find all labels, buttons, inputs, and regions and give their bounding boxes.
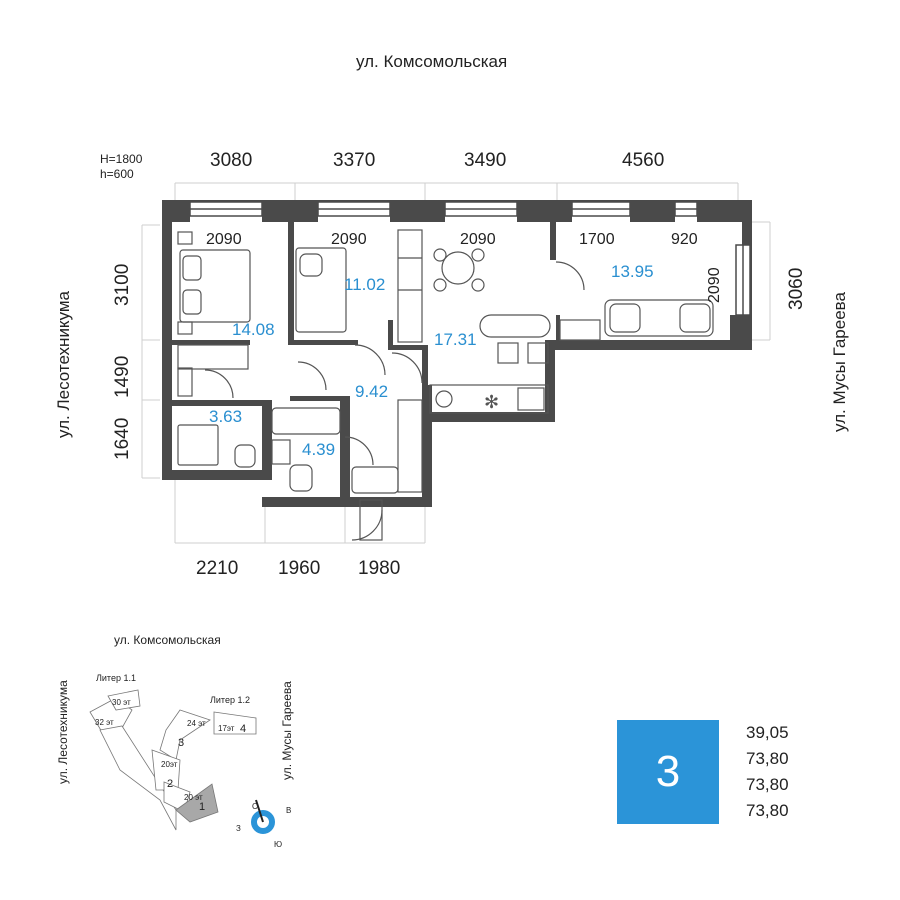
rooms-count-badge: 3 (617, 720, 719, 824)
compass-east: В (286, 806, 292, 815)
street-top: ул. Комсомольская (356, 52, 508, 71)
snowflake-icon: ✻ (484, 392, 499, 412)
room-area-bath-2: 4.39 (302, 440, 336, 459)
area-living: 39,05 (746, 723, 789, 742)
minimap-section-2: 2 (167, 778, 174, 790)
minimap (89, 689, 275, 834)
minimap-floors-24: 24 эт (187, 719, 206, 728)
compass-south: Ю (274, 840, 283, 849)
floor-plan: ✻ (141, 182, 771, 544)
dimension-bottom-3: 1980 (358, 558, 401, 579)
dimension-bottom-1: 2210 (196, 558, 239, 579)
minimap-floors-17: 17эт (218, 724, 235, 733)
minimap-street-right: ул. Мусы Гареева (280, 681, 294, 780)
compass-west: З (236, 824, 241, 833)
room-area-bedroom-1: 14.08 (232, 320, 275, 339)
area-total-3: 73,80 (746, 801, 789, 820)
minimap-section-4: 4 (240, 723, 247, 735)
room-area-bath-1: 3.63 (209, 407, 243, 426)
minimap-street-left: ул. Лесотехникума (56, 680, 70, 784)
minimap-section-3: 3 (178, 737, 185, 749)
area-total-2: 73,80 (746, 775, 789, 794)
dimension-bottom-2: 1960 (278, 558, 321, 579)
window-width-2: 2090 (331, 231, 367, 248)
areas-list: 39,05 73,80 73,80 73,80 (746, 720, 789, 824)
area-total: 73,80 (746, 749, 789, 768)
dimension-top-1: 3080 (210, 150, 253, 171)
window-width-3: 2090 (460, 231, 496, 248)
compass-north: С (252, 802, 258, 811)
window-height-H: H=1800 (100, 152, 143, 166)
minimap-liter-11: Литер 1.1 (96, 673, 136, 683)
compass-icon (251, 799, 275, 834)
minimap-liter-12: Литер 1.2 (210, 695, 250, 705)
dimension-guides (141, 182, 771, 544)
svg-text:✻: ✻ (484, 392, 499, 412)
minimap-section-1: 1 (199, 801, 206, 813)
furniture (177, 229, 714, 541)
minimap-street-top: ул. Комсомольская (114, 633, 221, 647)
window-width-1: 2090 (206, 231, 242, 248)
room-area-bedroom-2: 11.02 (344, 275, 386, 294)
dimension-top-2: 3370 (333, 150, 376, 171)
window-width-4: 1700 (579, 231, 615, 248)
rooms-count: 3 (655, 747, 681, 796)
room-area-living: 13.95 (611, 262, 654, 281)
minimap-floors-30: 30 эт (112, 698, 131, 707)
dimension-top-4: 4560 (622, 150, 665, 171)
dimension-top-3: 3490 (464, 150, 507, 171)
minimap-floors-20a: 20эт (161, 760, 178, 769)
window-width-5: 920 (671, 231, 698, 248)
walls (162, 200, 752, 507)
room-area-kitchen: 17.31 (434, 330, 477, 349)
room-area-hall: 9.42 (355, 382, 389, 401)
minimap-floors-20b: 20 эт (184, 793, 203, 802)
windows (189, 201, 751, 316)
minimap-floors-32: 32 эт (95, 718, 114, 727)
window-height-h: h=600 (100, 167, 134, 181)
window-width-6: 2090 (706, 267, 723, 303)
